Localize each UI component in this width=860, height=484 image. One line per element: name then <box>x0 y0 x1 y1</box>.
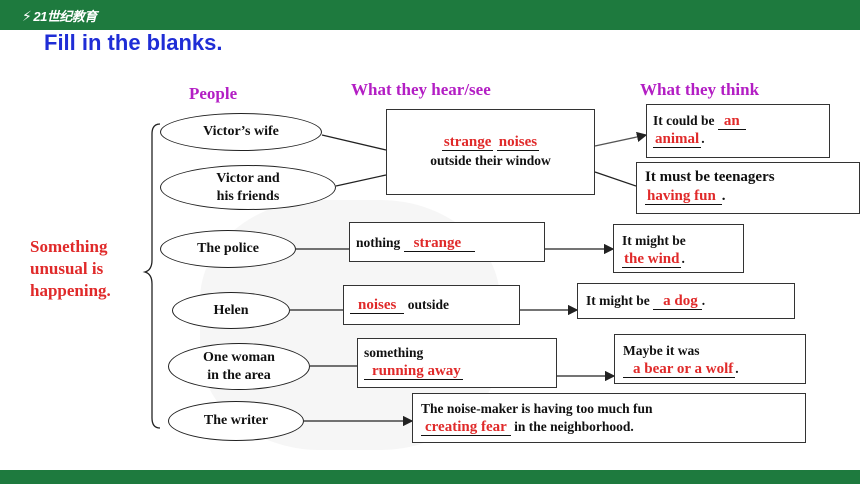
oval-woman: One woman in the area <box>168 343 310 390</box>
box-think-police: It might be the wind. <box>613 224 744 273</box>
text-writer-line2: in the neighborhood. <box>514 419 634 434</box>
text-something: something <box>364 345 424 360</box>
answer-helen-noises: noises <box>350 297 405 314</box>
box-think-friends: It must be teenagers having fun. <box>636 162 860 214</box>
oval-victors-wife: Victor’s wife <box>160 113 322 151</box>
runner-logo-icon: ⚡ <box>22 8 32 24</box>
box-think-wife: It could be an animal. <box>646 104 830 158</box>
answer-having-fun: having fun <box>645 188 722 205</box>
oval-helen: Helen <box>172 292 290 329</box>
box-hear-helen: noises outside <box>343 285 520 325</box>
text-might-be-police: It might be <box>622 233 686 248</box>
top-banner: ⚡21世纪教育 <box>0 0 860 30</box>
text-must-be-teenagers: It must be teenagers <box>645 169 775 185</box>
text-writer-line1: The noise-maker is having too much fun <box>421 401 653 416</box>
label-woman-2: in the area <box>207 367 271 383</box>
label-victor-friends-2: his friends <box>216 188 280 204</box>
box-hear-police: nothing strange <box>349 222 545 262</box>
answer-police-strange: strange <box>403 235 476 252</box>
text-nothing: nothing <box>356 235 401 250</box>
logo: ⚡21世纪教育 <box>22 6 97 25</box>
box-think-woman: Maybe it was a bear or a wolf. <box>614 334 806 384</box>
text-outside: outside <box>407 297 449 312</box>
text-maybe-it-was: Maybe it was <box>623 343 700 358</box>
text-might-be-helen: It might be <box>586 293 650 308</box>
box-writer: The noise-maker is having too much fun c… <box>412 393 806 443</box>
label-writer: The writer <box>203 413 269 428</box>
answer-strange: strange <box>441 134 494 151</box>
oval-writer: The writer <box>168 401 304 441</box>
answer-bear-or-wolf: a bear or a wolf <box>623 361 736 378</box>
oval-victor-friends: Victor and his friends <box>160 165 336 210</box>
lead-statement: Something unusual is happening. <box>30 236 111 302</box>
header-people: People <box>189 84 238 103</box>
label-victors-wife: Victor’s wife <box>203 124 279 139</box>
answer-noises: noises <box>496 134 540 151</box>
page-title: Fill in the blanks. <box>44 30 223 55</box>
label-helen: Helen <box>213 302 249 318</box>
label-victor-friends-1: Victor and <box>216 170 280 186</box>
answer-a-dog: a dog <box>653 293 702 310</box>
bottom-banner <box>0 470 860 484</box>
answer-an: an <box>717 113 746 130</box>
box-think-helen: It might be a dog. <box>577 283 795 319</box>
header-hear-see: What they hear/see <box>351 80 491 99</box>
oval-police: The police <box>160 230 296 268</box>
answer-running-away: running away <box>364 363 463 380</box>
lead-line-1: Something <box>30 237 108 256</box>
box-hear-woman: something running away <box>357 338 557 388</box>
answer-creating-fear: creating fear <box>421 419 511 436</box>
label-woman-1: One woman <box>203 349 275 365</box>
lead-line-3: happening. <box>30 281 111 300</box>
box-hear-noises: strange noises outside their window <box>386 109 595 195</box>
answer-animal: animal <box>653 131 702 148</box>
answer-the-wind: the wind <box>622 251 682 268</box>
logo-text: 21世纪教育 <box>33 9 97 24</box>
lead-line-2: unusual is <box>30 259 104 278</box>
header-think: What they think <box>640 80 760 99</box>
text-outside-window: outside their window <box>430 153 551 168</box>
text-could-be: It could be <box>653 113 715 128</box>
label-police: The police <box>197 241 259 256</box>
